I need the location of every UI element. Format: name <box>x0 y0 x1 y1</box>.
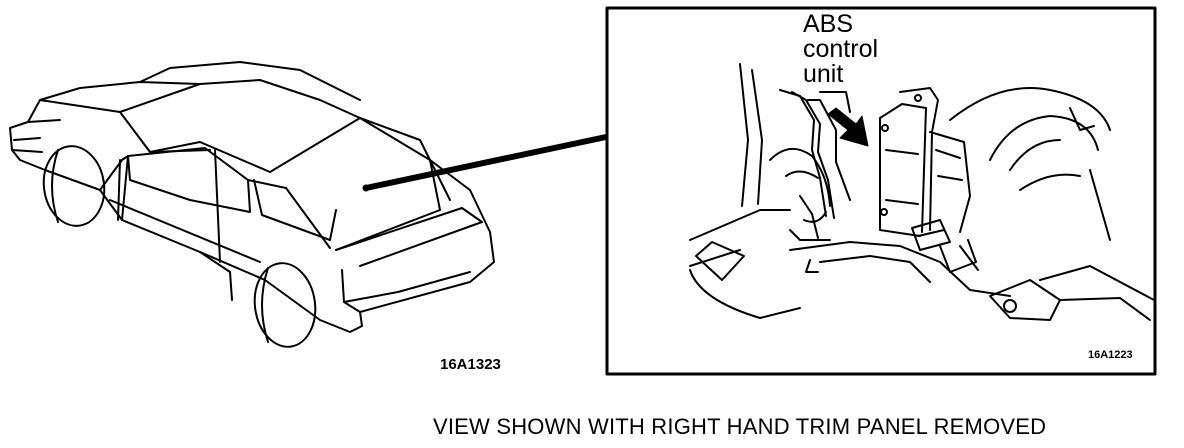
view-caption: VIEW SHOWN WITH RIGHT HAND TRIM PANEL RE… <box>433 414 1047 439</box>
abs-control-unit-label: ABS control unit <box>803 10 879 88</box>
detail-frame <box>605 6 1157 376</box>
leader-line <box>365 134 607 191</box>
vehicle-figure-code: 16A1323 <box>440 356 501 373</box>
detail-illustration <box>689 63 1155 321</box>
vehicle-illustration <box>9 61 495 348</box>
arrow-icon <box>827 107 869 147</box>
detail-figure-code: 16A1223 <box>1088 349 1133 361</box>
